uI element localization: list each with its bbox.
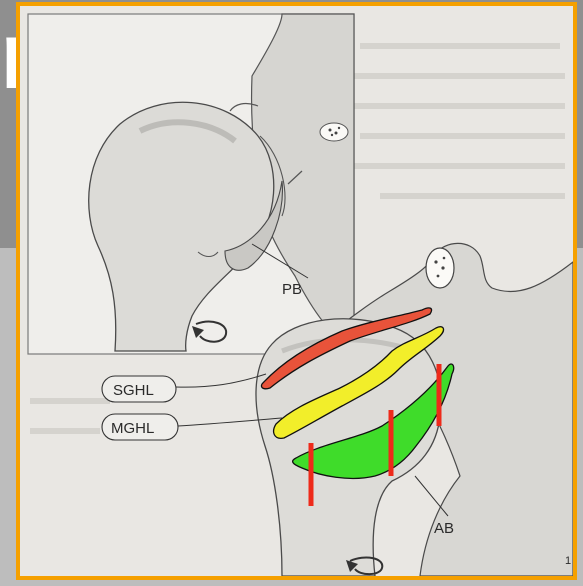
shoulder-anatomy-illustration: PB SGHL [20, 6, 573, 576]
acromion-cross-section [426, 248, 454, 288]
anatomy-figure-frame: PB SGHL [16, 2, 577, 580]
label-ab: AB [434, 520, 454, 537]
inset-panel: PB [28, 14, 354, 354]
page-number-mark: 1 [565, 555, 571, 567]
label-pb: PB [282, 281, 302, 298]
label-mghl: MGHL [111, 420, 154, 437]
label-sghl: SGHL [113, 382, 154, 399]
